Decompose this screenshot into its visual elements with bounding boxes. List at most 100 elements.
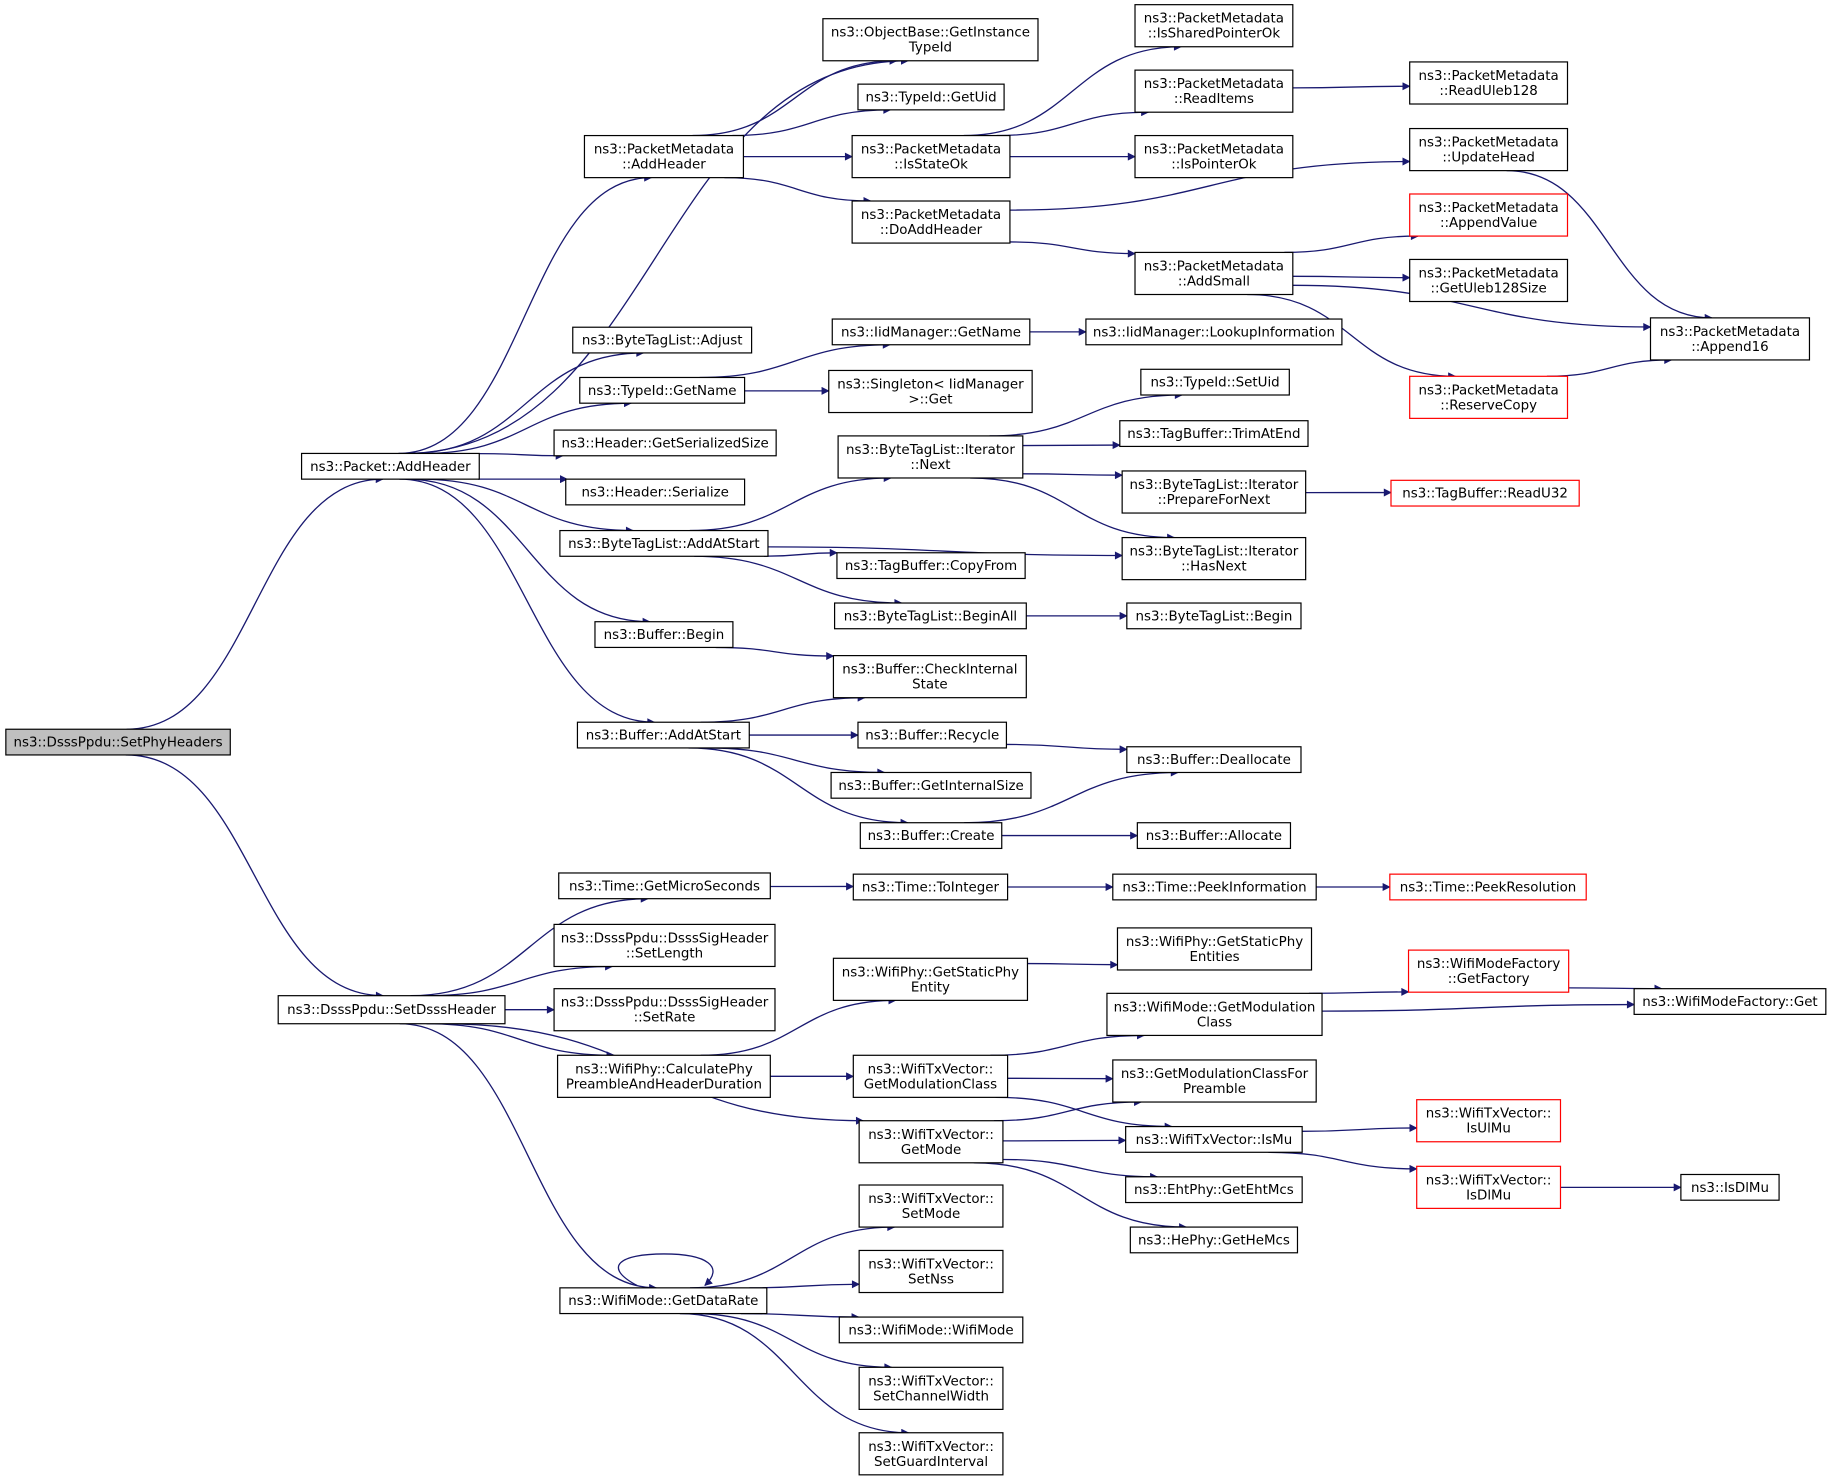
function-node[interactable]: ns3::Buffer::Create xyxy=(859,822,1003,850)
function-node[interactable]: ns3::PacketMetadata::ReadItems xyxy=(1134,69,1294,113)
function-node[interactable]: ns3::Buffer::AddAtStart xyxy=(576,721,750,749)
function-node[interactable]: ns3::ByteTagList::BeginAll xyxy=(833,602,1027,630)
node-label: ::IsSharedPointerOk xyxy=(1148,27,1281,42)
function-node[interactable]: ns3::WifiMode::WifiMode xyxy=(838,1316,1024,1344)
function-node[interactable]: ns3::WifiTxVector::IsDlMu xyxy=(1416,1165,1562,1209)
function-node[interactable]: ns3::PacketMetadata::ReadUleb128 xyxy=(1409,61,1569,105)
function-node[interactable]: ns3::WifiTxVector::IsUlMu xyxy=(1416,1099,1562,1143)
function-node[interactable]: ns3::PacketMetadata::AddSmall xyxy=(1134,251,1294,296)
node-box xyxy=(1112,873,1317,901)
function-node[interactable]: ns3::WifiTxVector::SetChannelWidth xyxy=(858,1366,1004,1410)
node-label: State xyxy=(912,678,947,693)
function-node[interactable]: ns3::WifiModeFactory::Get xyxy=(1633,988,1827,1015)
function-node[interactable]: ns3::PacketMetadata::Append16 xyxy=(1649,317,1811,361)
function-node[interactable]: ns3::Buffer::Deallocate xyxy=(1126,746,1302,774)
call-edge-n53-n54 xyxy=(1027,960,1119,969)
node-box xyxy=(830,771,1032,799)
function-node[interactable]: ns3::Header::GetSerializedSize xyxy=(553,429,777,457)
call-edge-n2-n6 xyxy=(422,399,633,455)
node-label: ns3::PacketMetadata xyxy=(1418,383,1558,398)
node-label: ::AddHeader xyxy=(622,158,706,173)
function-node[interactable]: ns3::ByteTagList::Iterator::Next xyxy=(837,435,1024,479)
function-node[interactable]: ns3::Buffer::GetInternalSize xyxy=(830,771,1032,799)
function-node[interactable]: ns3::ByteTagList::Adjust xyxy=(572,326,753,354)
node-label: ns3::WifiTxVector:: xyxy=(868,1192,994,1207)
function-node[interactable]: ns3::WifiModeFactory::GetFactory xyxy=(1407,949,1570,993)
function-node[interactable]: ns3::WifiPhy::CalculatePhyPreambleAndHea… xyxy=(556,1054,771,1098)
function-node[interactable]: ns3::DsssPpdu::DsssSigHeader::SetLength xyxy=(553,923,776,968)
function-node[interactable]: ns3::ByteTagList::Iterator::HasNext xyxy=(1121,536,1307,581)
function-node[interactable]: ns3::DsssPpdu::SetPhyHeaders xyxy=(5,728,231,756)
function-node[interactable]: ns3::Time::PeekInformation xyxy=(1112,873,1317,901)
function-node[interactable]: ns3::Time::ToInteger xyxy=(852,873,1009,901)
node-box xyxy=(559,529,769,557)
function-node[interactable]: ns3::IidManager::GetName xyxy=(831,318,1031,346)
node-label: ns3::DsssPpdu::DsssSigHeader xyxy=(561,931,769,946)
function-node[interactable]: ns3::Singleton< IidManager >::Get xyxy=(828,369,1033,414)
node-box xyxy=(857,83,1005,111)
function-node[interactable]: ns3::ByteTagList::AddAtStart xyxy=(559,529,769,557)
call-edge-n56-n57 xyxy=(1308,987,1410,996)
function-node[interactable]: ns3::PacketMetadata::ReserveCopy xyxy=(1409,375,1569,419)
call-edge-n15-n28 xyxy=(1009,241,1136,258)
function-node[interactable]: ns3::ByteTagList::Begin xyxy=(1126,602,1302,630)
function-node[interactable]: ns3::Buffer::Recycle xyxy=(857,721,1008,749)
node-label: ::UpdateHead xyxy=(1442,151,1535,166)
function-node[interactable]: ns3::PacketMetadata::UpdateHead xyxy=(1409,127,1569,172)
function-node[interactable]: ns3::WifiTxVector::SetNss xyxy=(858,1249,1004,1294)
function-node[interactable]: ns3::Buffer::Begin xyxy=(594,621,734,649)
call-edge-n3-n44 xyxy=(410,894,649,997)
node-box xyxy=(1140,368,1290,396)
node-label: ns3::PacketMetadata xyxy=(1418,136,1558,151)
function-node[interactable]: ns3::TypeId::SetUid xyxy=(1140,368,1290,396)
function-node[interactable]: ns3::ByteTagList::Iterator::PrepareForNe… xyxy=(1121,470,1307,514)
function-node[interactable]: ns3::Header::Serialize xyxy=(565,478,746,506)
node-box xyxy=(565,478,746,506)
function-node[interactable]: ns3::TypeId::GetUid xyxy=(857,83,1005,111)
function-node[interactable]: ns3::PacketMetadata::GetUleb128Size xyxy=(1409,258,1569,303)
node-box xyxy=(858,1120,1004,1164)
function-node[interactable]: ns3::WifiTxVector::SetMode xyxy=(858,1184,1004,1228)
function-node[interactable]: ns3::WifiTxVector::IsMu xyxy=(1125,1125,1303,1153)
node-box xyxy=(1119,420,1309,448)
function-node[interactable]: ns3::PacketMetadata::DoAddHeader xyxy=(851,200,1011,244)
function-node[interactable]: ns3::PacketMetadata::AppendValue xyxy=(1409,193,1569,237)
node-box xyxy=(857,721,1008,749)
function-node[interactable]: ns3::WifiMode::GetDataRate xyxy=(559,1287,768,1315)
node-label: ns3::PacketMetadata xyxy=(861,143,1001,158)
function-node[interactable]: ns3::PacketMetadata::IsStateOk xyxy=(851,134,1011,179)
function-node[interactable]: ns3::Time::PeekResolution xyxy=(1389,873,1587,901)
function-node[interactable]: ns3::TagBuffer::ReadU32 xyxy=(1390,479,1580,507)
node-box xyxy=(558,872,771,900)
function-node[interactable]: ns3::Buffer::Allocate xyxy=(1136,822,1292,850)
node-label: ns3::PacketMetadata xyxy=(1144,77,1284,92)
function-node[interactable]: ns3::WifiTxVector::GetModulationClass xyxy=(852,1054,1009,1098)
function-node[interactable]: ns3::Time::GetMicroSeconds xyxy=(558,872,771,900)
node-box xyxy=(828,369,1033,414)
call-edge-n26-n37 xyxy=(1292,82,1411,91)
function-node[interactable]: ns3::WifiTxVector::GetMode xyxy=(858,1120,1004,1164)
function-node[interactable]: ns3::TypeId::GetName xyxy=(579,376,746,404)
function-node[interactable]: ns3::PacketMetadata::IsSharedPointerOk xyxy=(1134,4,1294,48)
function-node[interactable]: ns3::TagBuffer::TrimAtEnd xyxy=(1119,420,1309,448)
function-node[interactable]: ns3::DsssPpdu::DsssSigHeader::SetRate xyxy=(553,988,776,1032)
function-node[interactable]: ns3::WifiMode::GetModulationClass xyxy=(1106,992,1323,1037)
function-node[interactable]: ns3::IidManager::LookupInformation xyxy=(1085,318,1343,346)
function-node[interactable]: ns3::DsssPpdu::SetDsssHeader xyxy=(277,995,506,1025)
function-node[interactable]: ns3::IsDlMu xyxy=(1680,1173,1780,1201)
node-label: ns3::Time::GetMicroSeconds xyxy=(569,879,760,894)
function-node[interactable]: ns3::WifiTxVector::SetGuardInterval xyxy=(858,1432,1004,1476)
call-edge-n48-n64 xyxy=(1002,1158,1159,1181)
function-node[interactable]: ns3::Packet::AddHeader xyxy=(300,452,480,480)
function-node[interactable]: ns3::PacketMetadata::AddHeader xyxy=(583,134,745,179)
function-node[interactable]: ns3::EhtPhy::GetEhtMcs xyxy=(1125,1176,1303,1204)
function-node[interactable]: ns3::HePhy::GetHeMcs xyxy=(1129,1226,1299,1254)
function-node[interactable]: ns3::TagBuffer::CopyFrom xyxy=(836,552,1026,580)
function-node[interactable]: ns3::PacketMetadata::IsPointerOk xyxy=(1134,134,1294,179)
